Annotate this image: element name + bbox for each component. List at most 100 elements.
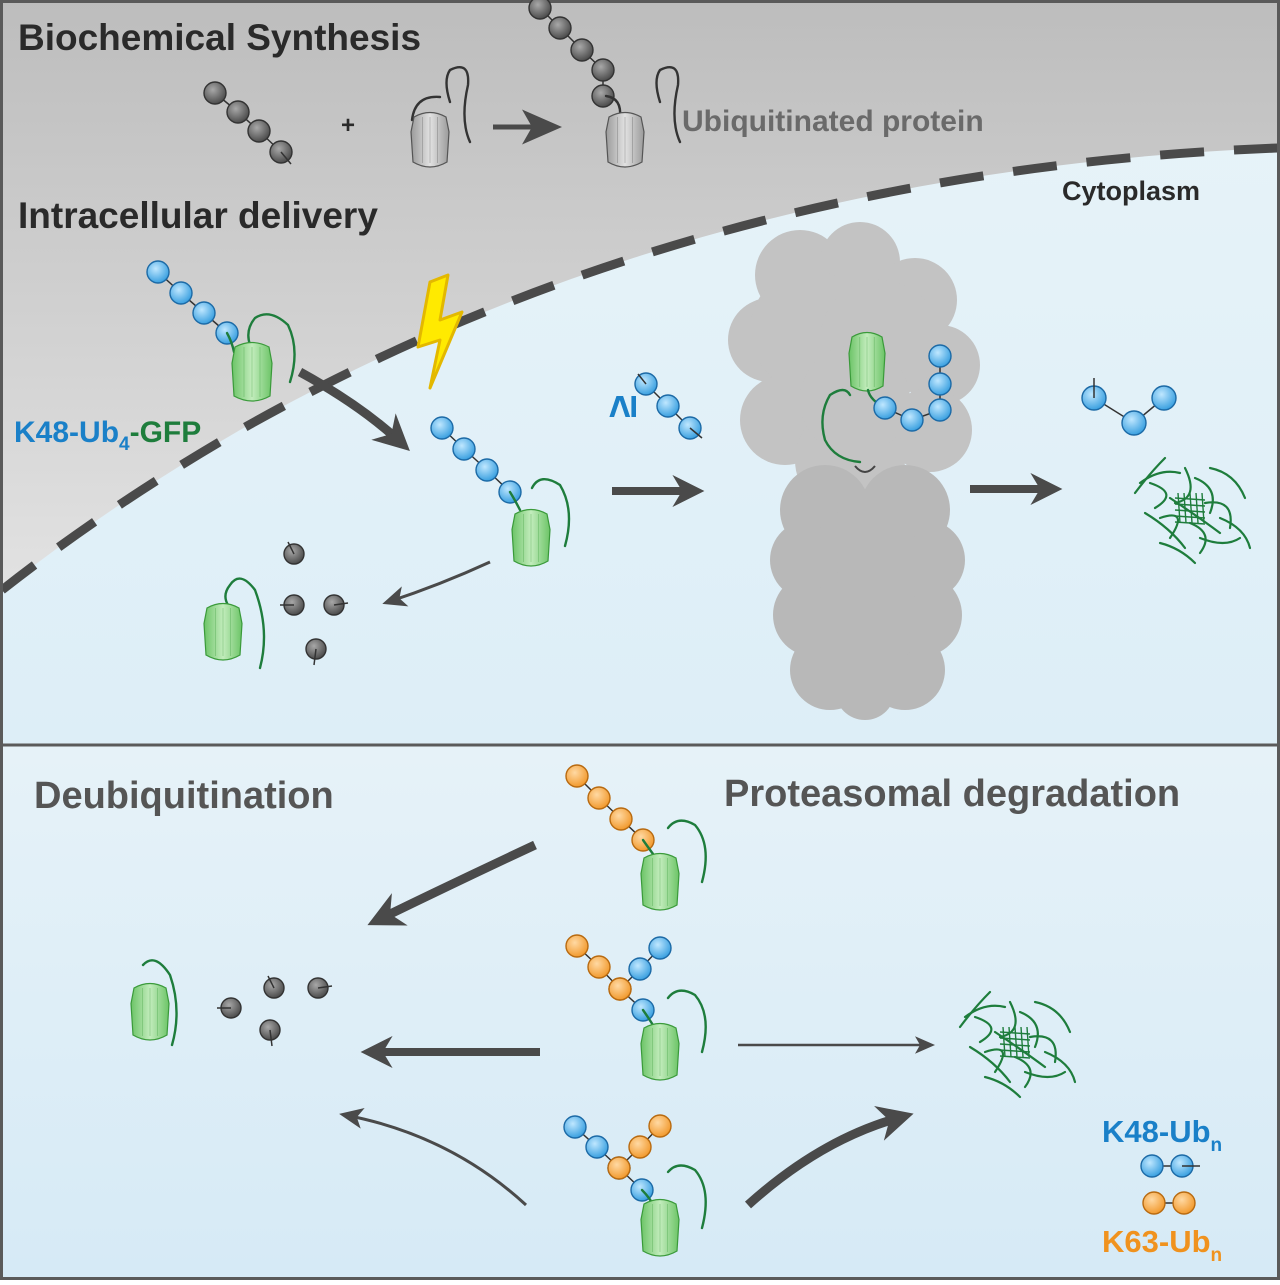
title-proteasomal-degradation: Proteasomal degradation (724, 773, 1180, 815)
unstructured-tail (410, 95, 442, 122)
ubiquitin-bead (192, 301, 216, 325)
threshold-symbol: ≥ (598, 395, 645, 418)
gfp-barrel-icon (640, 1022, 680, 1081)
legend: K48-Ubn K63-Ubn (1102, 1114, 1222, 1266)
delivered-k48-ub4-gfp (430, 416, 571, 567)
ubiquitin-bead (607, 1156, 631, 1180)
peptide-fragment (1174, 509, 1206, 513)
ubiquitin-bead (587, 955, 611, 979)
ubiquitinated-protein-label: Ubiquitinated protein (682, 105, 984, 138)
peptide-fragment (1201, 492, 1205, 524)
peptide-fragment (1013, 1055, 1032, 1089)
ubiquitin-bead (565, 764, 589, 788)
ubiquitin-bead (628, 957, 652, 981)
chain-linker (157, 271, 228, 334)
deubiquitinated-gfp-top (203, 541, 349, 670)
peptide-fragment (999, 1043, 1031, 1047)
ubiquitin-bead (928, 398, 952, 422)
peptide-fragment (1023, 1070, 1067, 1079)
chain-linker (313, 648, 317, 666)
ubiquitin-bead (656, 394, 680, 418)
ubiquitin-bead (247, 119, 271, 143)
k48-ub4-minimum-chain (634, 372, 703, 440)
ubiquitin-bead (587, 786, 611, 810)
peptide-fragment (1158, 541, 1197, 565)
unstructured-tail (445, 65, 472, 144)
ubiquitin-bead (609, 807, 633, 831)
ubiquitin-bead (648, 936, 672, 960)
ubiquitin-bead (146, 260, 170, 284)
peptide-fragment (1183, 492, 1187, 524)
gfp-barrel-icon (605, 111, 645, 168)
unstructured-tail (666, 819, 707, 884)
extracellular-region (2, 2, 1278, 590)
proteasome-core (810, 565, 920, 675)
gfp-barrel-icon (640, 852, 680, 911)
gfp-barrel-icon (848, 331, 886, 392)
peptide-fragment (1133, 456, 1167, 495)
ubiquitin-bead (591, 84, 615, 108)
gfp-barrel-icon (231, 341, 273, 402)
ubiquitin-bead (591, 58, 615, 82)
unstructured-tail (655, 65, 682, 144)
substrate-protein-gray (410, 65, 472, 168)
lightning-icon (416, 273, 464, 390)
ubiquitin-bead (203, 81, 227, 105)
chain-linker (267, 975, 275, 989)
free-ubiquitin-chain-gray (203, 81, 293, 165)
chain-linker (637, 373, 647, 385)
peptide-fragment (1189, 492, 1193, 524)
ubiquitin-bead (563, 1115, 587, 1139)
substrate-k63-ub4 (565, 764, 707, 911)
released-ub-chain-top (1081, 378, 1177, 436)
unstructured-tail (666, 1164, 707, 1230)
ubiquitin-bead (548, 16, 572, 40)
ubiquitin-bead (528, 0, 552, 20)
degraded-peptides-top (1133, 456, 1252, 565)
chain-linker (574, 1126, 643, 1191)
ubiquitin-bead (430, 416, 454, 440)
substrate-in-proteasome (821, 331, 952, 464)
ubiquitin-bead (928, 372, 952, 396)
peptide-fragment (968, 1045, 1012, 1084)
ubiquitin-bead (1140, 1154, 1164, 1178)
title-intracellular-delivery: Intracellular delivery (18, 195, 378, 236)
gfp-barrel-icon (130, 982, 170, 1041)
ubiquitin-bead (565, 934, 589, 958)
peptide-fragment (983, 1075, 1022, 1099)
ubiquitin-bead (226, 100, 250, 124)
chain-linker (576, 775, 644, 841)
top-panel (0, 2, 1279, 744)
degraded-peptides-bottom (958, 990, 1077, 1099)
ubiquitin-bead (1142, 1191, 1166, 1215)
ubiquitin-bead (1121, 410, 1147, 436)
peptide-fragment (1033, 1000, 1072, 1034)
title-deubiquitination: Deubiquitination (34, 775, 334, 817)
gfp-barrel-icon (203, 602, 243, 661)
ubiquitin-bead (873, 396, 897, 420)
unstructured-tail (247, 313, 296, 384)
chain-linker (287, 541, 295, 555)
peptide-fragment (1174, 515, 1206, 519)
ubiquitin-bead (900, 408, 924, 432)
unstructured-tail (508, 490, 522, 512)
unstructured-tail (666, 989, 707, 1054)
ubiquitinated-protein-gray (528, 0, 682, 168)
construct-label: K48-Ub4-GFP (14, 416, 201, 455)
ubiquitin-bead (608, 977, 632, 1001)
unstructured-tail (141, 959, 178, 1047)
unstructured-tail (821, 388, 862, 464)
peptide-fragment (1193, 476, 1214, 515)
peptide-fragment (999, 1055, 1031, 1059)
chain-linker (689, 427, 703, 439)
peptide-fragment (1014, 1026, 1018, 1058)
peptide-fragment (1026, 1026, 1030, 1058)
legend-k63-label: K63-Ubn (1102, 1224, 1222, 1266)
proteasome-pore (854, 465, 876, 473)
peptide-fragment (999, 1049, 1031, 1053)
lightning-bolt (416, 273, 464, 390)
chain-linker (317, 985, 333, 989)
peptide-fragment (1018, 1010, 1039, 1049)
